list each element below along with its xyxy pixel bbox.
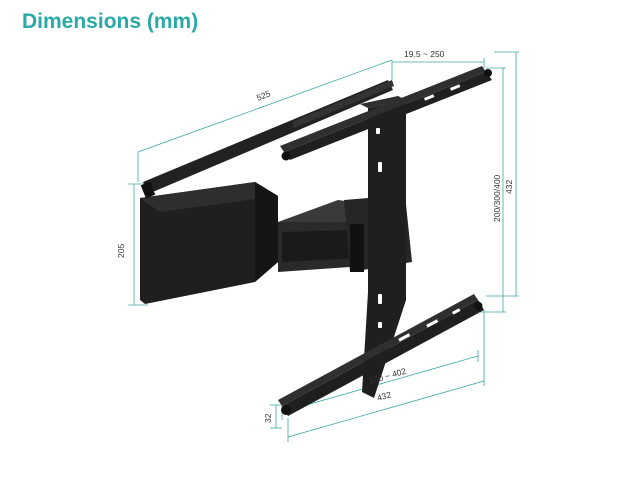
top-tv-rail [284,72,492,160]
page-title: Dimensions (mm) [22,10,199,33]
label-overall-width: 432 [376,389,393,403]
label-wall-plate-height: 205 [116,244,126,258]
mount-bracket [140,66,492,416]
dimension-lines [128,51,519,442]
label-depth: 19.5 ~ 250 [404,49,445,59]
bottom-tv-rail [282,300,484,416]
label-overall-height: 432 [504,180,514,194]
dim-line-arm-length [137,59,393,153]
label-arm-length: 525 [255,88,272,103]
dim-line-overall-width [287,380,485,438]
wall-plate [140,182,278,304]
label-rail-height: 32 [263,413,273,423]
dim-line-vesa-horizontal [281,355,479,413]
label-vesa-vertical: 200/300/400 [492,174,502,222]
vertical-plate [362,100,406,398]
